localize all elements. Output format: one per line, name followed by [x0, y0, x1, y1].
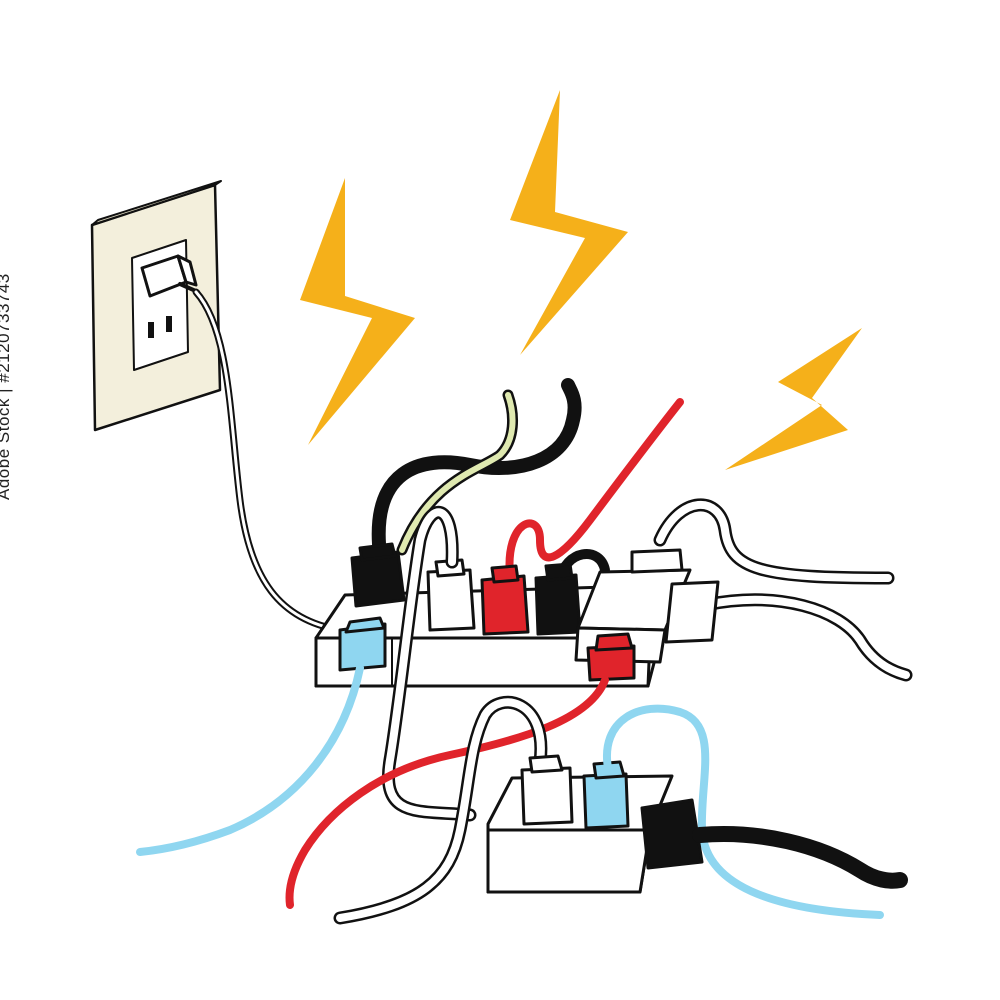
lightning-bolt-icon: [725, 328, 862, 470]
plug-icon: [586, 632, 636, 682]
plug-icon: [582, 760, 630, 830]
lightning-bolt-icon: [510, 90, 628, 355]
lightning-bolt-icon: [300, 178, 415, 445]
stock-id-text: Adobe Stock | #2120733743: [0, 273, 13, 500]
plug-icon: [480, 564, 530, 636]
plug-icon: [338, 616, 387, 672]
plug-icon: [520, 754, 574, 826]
plug-icon: [350, 542, 406, 608]
wall-outlet-icon: [90, 180, 222, 432]
plug-icon: [426, 558, 476, 632]
plug-icon: [534, 562, 582, 636]
plug-icon: [640, 798, 704, 870]
